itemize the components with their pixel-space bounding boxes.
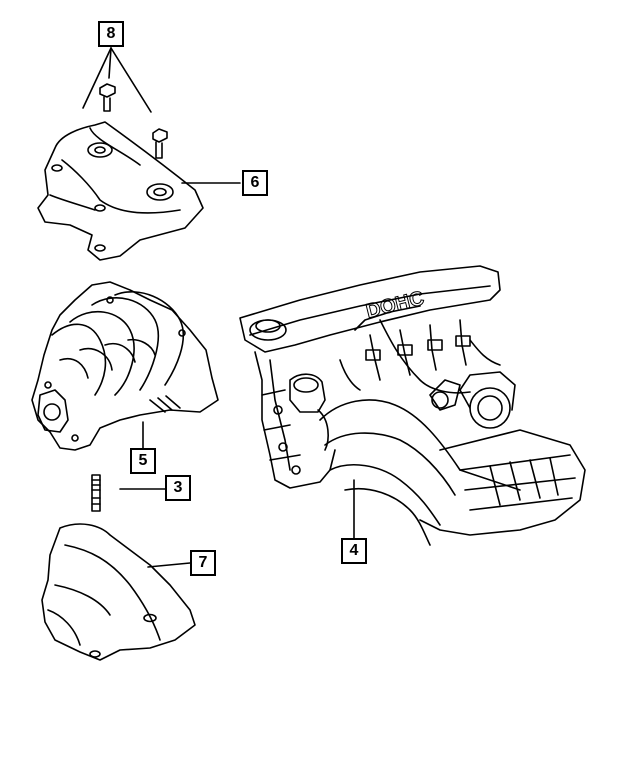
callout-6: 6	[242, 170, 268, 196]
callout-3: 3	[165, 475, 191, 501]
upper-heat-shield-part-6	[37, 121, 241, 261]
callout-5: 5	[130, 448, 156, 474]
callout-8: 8	[98, 21, 124, 47]
callout-4: 4	[341, 538, 367, 564]
engine-intake-manifold-part-4	[239, 265, 586, 546]
callout-7: 7	[190, 550, 216, 576]
bolts-part-8	[82, 47, 168, 159]
stud-part-3	[91, 474, 166, 512]
exhaust-manifold-part-5	[31, 281, 219, 451]
lower-heat-shield-part-7	[41, 523, 196, 661]
engine-cover-text: DOHC	[364, 287, 426, 323]
